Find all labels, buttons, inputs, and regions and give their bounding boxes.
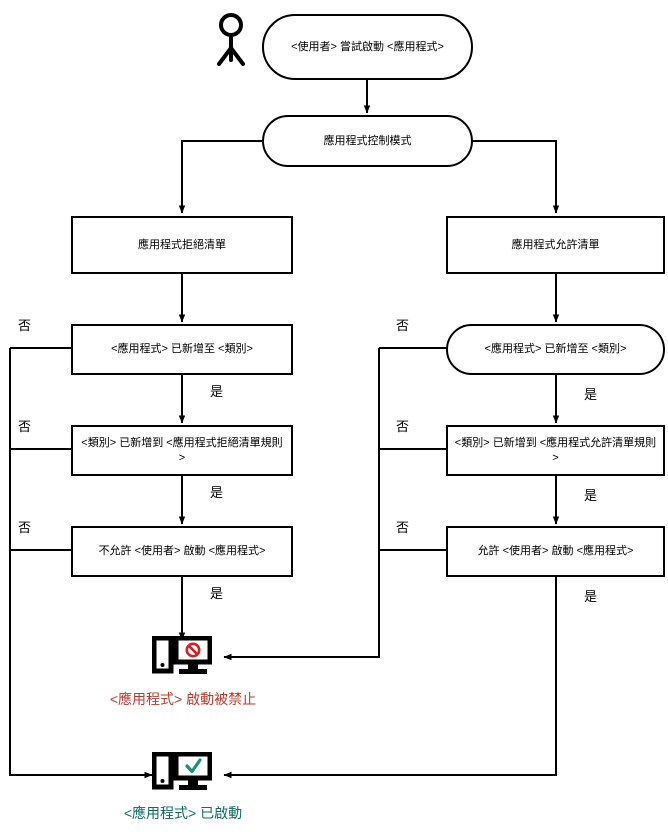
- node-app-control-mode[interactable]: 應用程式控制模式: [262, 115, 473, 167]
- edge-mode-to-denylist: [178, 140, 262, 214]
- edge-label-no-6: 否: [396, 520, 410, 535]
- terminal-label-allowed: <應用程式> 已啟動: [123, 805, 243, 821]
- edge-label-no-4: 否: [396, 318, 410, 333]
- node-deny-app-added-to-category[interactable]: <應用程式> 已新增至 <類別>: [71, 324, 293, 375]
- node-deny-category-added-to-rule[interactable]: <類別> 已新增到 <應用程式拒絕清單規則>: [71, 425, 293, 476]
- edge-label-no-2: 否: [18, 419, 32, 434]
- edge-label-yes-3: 是: [210, 586, 224, 601]
- user-actor-icon: [217, 13, 245, 66]
- edge-mode-to-allowlist: [473, 140, 560, 214]
- node-allow-category-added-to-rule[interactable]: <類別> 已新增到 <應用程式允許清單規則>: [446, 425, 665, 476]
- node-app-allow-list[interactable]: 應用程式允許清單: [446, 216, 665, 274]
- edge-label-no-5: 否: [396, 419, 410, 434]
- terminal-label-denied: <應用程式> 啟動被禁止: [109, 691, 257, 707]
- node-allow-user-start-app[interactable]: 允許 <使用者> 啟動 <應用程式>: [446, 526, 665, 577]
- edge-label-yes-1: 是: [210, 384, 224, 399]
- monitor-blocked-icon: [152, 636, 212, 674]
- edge-label-yes-5: 是: [584, 488, 598, 503]
- node-app-deny-list[interactable]: 應用程式拒絕清單: [71, 216, 293, 274]
- edge-label-yes-6: 是: [584, 589, 598, 604]
- edge-label-yes-4: 是: [584, 387, 598, 402]
- node-block-user-start-app[interactable]: 不允許 <使用者> 啟動 <應用程式>: [71, 526, 293, 577]
- monitor-check-icon: [152, 752, 212, 790]
- edge-allow-to-allowed: [223, 577, 557, 779]
- edge-left-rail-to-allowed: [9, 348, 153, 779]
- edge-label-no-3: 否: [18, 520, 32, 535]
- edge-label-no-1: 否: [18, 318, 32, 333]
- node-allow-app-added-to-category[interactable]: <應用程式> 已新增至 <類別>: [446, 324, 665, 375]
- edge-mid-rail-to-denied: [223, 348, 380, 661]
- edge-label-yes-2: 是: [210, 485, 224, 500]
- node-start[interactable]: <使用者> 嘗試啟動 <應用程式>: [262, 14, 473, 80]
